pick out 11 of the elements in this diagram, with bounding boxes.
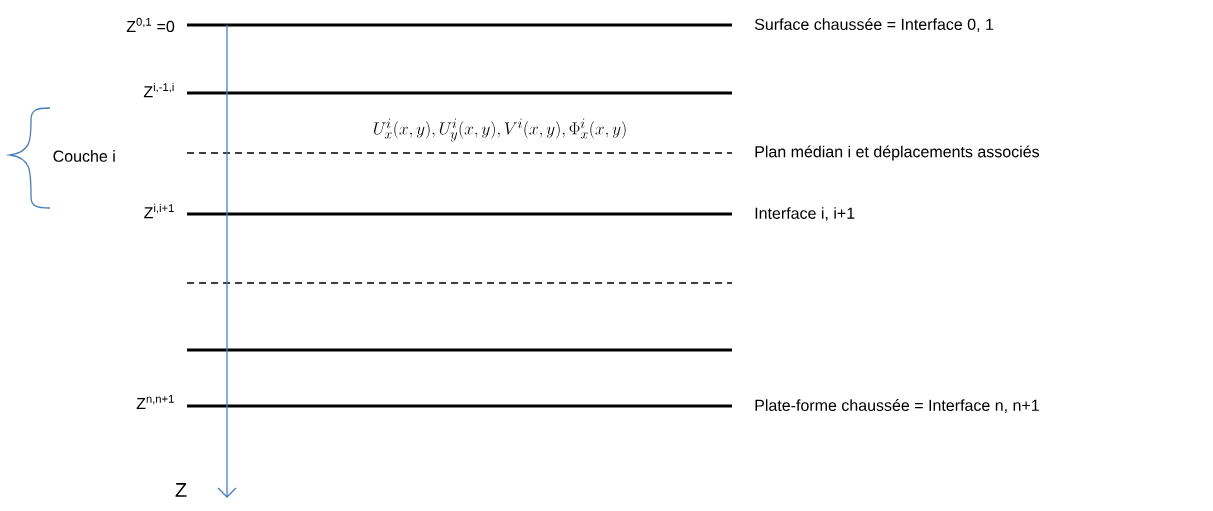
depth-label: Z$^{i,i+1}$ [142, 202, 176, 220]
interface-label: Surface chaussée = Interface 0, 1 [753, 17, 995, 33]
axis-label: Z [173, 482, 189, 498]
displacement-formula: $U_x^i(x,y), U_y^i(x,y), V^i(x,y), \Phi_x^i(x,y)$ [371, 117, 629, 143]
interface-label: Interface i, i+1 [753, 206, 857, 222]
depth-label: Z$^{i,-1,i}$ [142, 81, 176, 99]
depth-label: Z$^{0,1}$ =0 [125, 16, 176, 34]
plane-label: Plan médian i et déplacements associés [753, 144, 1041, 162]
layer-label: Couche i [51, 149, 117, 163]
depth-label: Z$^{n,n+1}$ [135, 394, 176, 410]
interface-label: Plate-forme chaussée = Interface n, n+1 [753, 398, 1041, 414]
